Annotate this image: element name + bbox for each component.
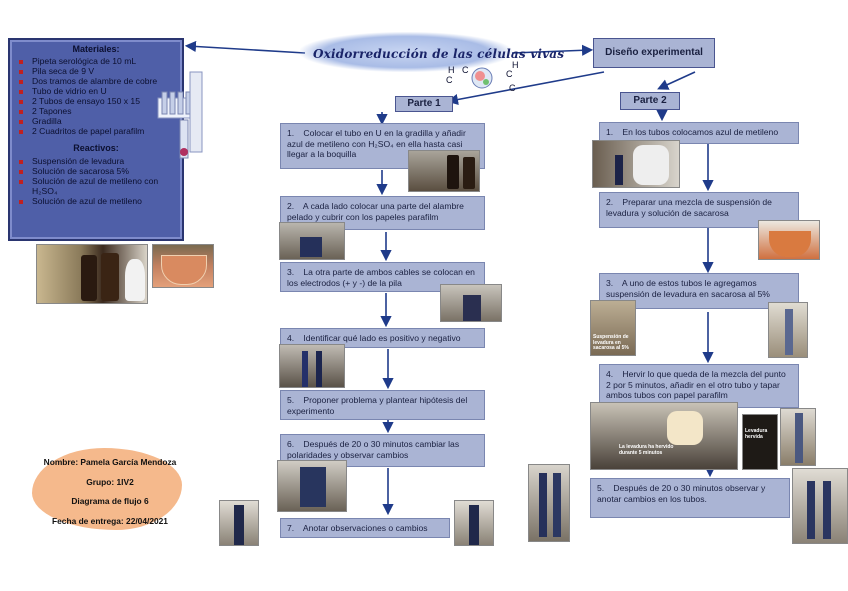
- reactivos-item: Solución de azul de metileno: [16, 196, 176, 207]
- arrow-to-parte2: [657, 71, 696, 90]
- page-title: Oxidorreducción de las células vivas: [313, 47, 565, 61]
- reactivos-item: Solución de sacarosa 5%: [16, 166, 176, 177]
- atom-c3: C: [506, 69, 513, 79]
- step2-photo: [279, 222, 345, 260]
- atom-c1: C: [462, 65, 469, 75]
- step-text: A uno de estos tubos le agregamos suspen…: [606, 278, 770, 299]
- reactivos-item: Solución de azul de metileno con H₂SO₄: [16, 176, 176, 197]
- p2-step5-photo-left: [528, 464, 570, 542]
- reactivos-item: Suspensión de levadura: [16, 156, 176, 167]
- step-number: 3.: [606, 278, 614, 288]
- materiales-item: 2 Tubos de ensayo 150 x 15: [16, 96, 176, 107]
- atom-c4: C: [509, 83, 516, 93]
- step-text: Identificar qué lado es positivo y negat…: [303, 333, 461, 343]
- parte1-step-4: 4. Identificar qué lado es positivo y ne…: [280, 328, 485, 348]
- grupo-text: Grupo: 1IV2: [86, 477, 134, 487]
- step-number: 7.: [287, 523, 295, 533]
- parte2-step-1: 1. En los tubos colocamos azul de metile…: [599, 122, 799, 144]
- step7-photo-right: [454, 500, 494, 546]
- parte2-header: Parte 2: [620, 92, 680, 110]
- materiales-list: Pipeta serológica de 10 mL Pila seca de …: [16, 56, 176, 137]
- reactivos-heading: Reactivos:: [73, 143, 119, 154]
- parte1-header: Parte 1: [395, 96, 453, 112]
- materiales-item: 2 Cuadritos de papel parafilm: [16, 126, 176, 137]
- parte2-step-4: 4. Hervir lo que queda de la mezcla del …: [599, 364, 799, 408]
- step4-photo: [279, 344, 345, 388]
- photo-label-hervida: Levadura hervida: [745, 428, 768, 440]
- step-number: 5.: [287, 395, 295, 405]
- step-number: 2.: [287, 201, 295, 211]
- atom-c2: C: [446, 75, 453, 85]
- step-text: Colocar el tubo en U en la gradilla y añ…: [287, 128, 466, 160]
- photo-label-hervor: La levadura ha hervido durante 5 minutos: [619, 444, 674, 456]
- materiales-heading: Materiales:: [72, 44, 120, 54]
- step6-photo: [277, 460, 347, 512]
- p2-step2-photo: [758, 220, 820, 260]
- reactivos-list: Suspensión de levadura Solución de sacar…: [16, 156, 176, 207]
- materiales-item: Pila seca de 9 V: [16, 66, 176, 77]
- atom-h1: H: [448, 65, 455, 75]
- p2-step3-photo-right: [768, 302, 808, 358]
- step-text: Proponer problema y plantear hipótesis d…: [287, 395, 468, 416]
- step-number: 5.: [597, 483, 605, 493]
- atom-h2: H: [512, 60, 519, 70]
- step7-photo-left: [219, 500, 259, 546]
- step-number: 1.: [606, 127, 614, 137]
- step-number: 6.: [287, 439, 295, 449]
- arrow-to-diseno: [511, 44, 594, 56]
- step-text: A cada lado colocar una parte del alambr…: [287, 201, 464, 222]
- step-number: 2.: [606, 197, 614, 207]
- step-text: Hervir lo que queda de la mezcla del pun…: [606, 369, 786, 401]
- parte1-step-3: 3. La otra parte de ambos cables se colo…: [280, 262, 485, 292]
- materiales-item: Pipeta serológica de 10 mL: [16, 56, 176, 67]
- p2-step4-photo-right: [780, 408, 816, 466]
- nombre-text: Nombre: Pamela García Mendoza: [43, 457, 177, 467]
- materiales-panel: Materiales: Pipeta serológica de 10 mL P…: [8, 38, 184, 241]
- title-cloud: [300, 32, 512, 72]
- p2-step5-photo-right: [792, 468, 848, 544]
- diseno-experimental-box: Diseño experimental: [593, 38, 715, 68]
- step-number: 4.: [287, 333, 295, 343]
- step-number: 1.: [287, 128, 295, 138]
- parte2-step-5: 5. Después de 20 o 30 minutos observar y…: [590, 478, 790, 518]
- parte1-step-7: 7. Anotar observaciones o cambios: [280, 518, 450, 538]
- reagents-photo: [36, 244, 148, 304]
- diagrama-text: Diagrama de flujo 6: [71, 496, 149, 506]
- step-text: Después de 20 o 30 minutos cambiar las p…: [287, 439, 460, 460]
- step-text: La otra parte de ambos cables se colocan…: [287, 267, 475, 288]
- fecha-text: Fecha de entrega: 22/04/2021: [52, 516, 168, 526]
- p2-step4-photo-mid: Levadura hervida: [742, 414, 778, 470]
- materiales-item: Tubo de vidrio en U: [16, 86, 176, 97]
- test-tube-rack-illustration: [157, 71, 203, 159]
- step-text: Después de 20 o 30 minutos observar y an…: [597, 483, 766, 504]
- photo-label-sacarosa: Suspensión de levadura en sacarosa al 5%: [593, 334, 629, 351]
- arrow-to-materiales: [184, 40, 306, 54]
- p2-step3-photo-left: Suspensión de levadura en sacarosa al 5%: [590, 300, 636, 356]
- step-text: En los tubos colocamos azul de metileno: [622, 127, 779, 137]
- p2-step4-photo-left: La levadura ha hervido durante 5 minutos: [590, 402, 738, 470]
- info-blob: [32, 448, 182, 530]
- parte1-step-5: 5. Proponer problema y plantear hipótesi…: [280, 390, 485, 420]
- step-number: 4.: [606, 369, 614, 379]
- flask-photo: [152, 244, 214, 288]
- materiales-item: 2 Tapones: [16, 106, 176, 117]
- step1-photo: [408, 150, 480, 192]
- step-text: Anotar observaciones o cambios: [302, 523, 428, 533]
- materiales-item: Dos tramos de alambre de cobre: [16, 76, 176, 87]
- materiales-item: Gradilla: [16, 116, 176, 127]
- step-number: 3.: [287, 267, 295, 277]
- step3-photo: [440, 284, 502, 322]
- p2-step1-photo: [592, 140, 680, 188]
- molecule-icon: H C C H C C: [446, 60, 519, 93]
- arrow-to-parte1: [446, 71, 605, 106]
- step-text: Preparar una mezcla de suspensión de lev…: [606, 197, 772, 218]
